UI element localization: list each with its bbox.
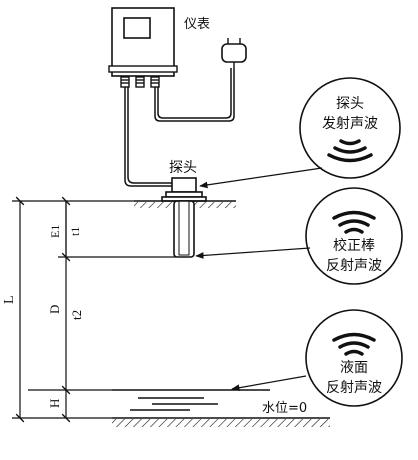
water-level-label: 水位=0 <box>262 401 307 416</box>
reference-lines <box>12 200 176 419</box>
dimension-lines <box>15 196 71 423</box>
cables <box>124 68 235 187</box>
probe-assembly <box>161 177 207 258</box>
probe-label: 探头 <box>169 160 197 176</box>
callout-rod-pointer <box>195 247 311 259</box>
callout-liquid-reflect: 液面 反射声波 <box>305 309 403 407</box>
callout-rod-line2: 反射声波 <box>326 258 382 274</box>
dim-L: L <box>2 295 17 304</box>
dim-D: D <box>47 305 62 314</box>
sound-wave-up-icon <box>332 332 376 356</box>
dim-H: H <box>47 399 62 408</box>
callout-probe-emit: 探头 发射声波 <box>299 77 401 179</box>
callout-liquid-pointer <box>231 375 307 392</box>
sound-wave-up-icon <box>332 210 376 234</box>
probe-head <box>171 177 197 193</box>
callout-probe-line2: 发射声波 <box>322 116 378 132</box>
meter-display <box>123 17 151 39</box>
sound-wave-down-icon <box>327 139 373 163</box>
dim-E1: E1 <box>48 225 62 238</box>
dim-t2: t2 <box>69 310 84 320</box>
callout-probe-line1: 探头 <box>336 96 364 112</box>
meter-mount-bar <box>108 65 178 73</box>
dim-t1: t1 <box>68 227 82 236</box>
mounting-surface <box>134 200 236 208</box>
callout-liquid-line1: 液面 <box>340 360 368 376</box>
callout-liquid-line2: 反射声波 <box>326 380 382 396</box>
cable-glands <box>120 76 160 88</box>
bottom-surface <box>112 417 330 427</box>
liquid-surface <box>112 389 270 411</box>
callout-rod-line1: 校正棒 <box>333 237 375 254</box>
callout-rod-reflect: 校正棒 反射声波 <box>305 187 403 285</box>
dimension-labels: L D t2 E1 t1 H <box>2 225 84 408</box>
meter-label: 仪表 <box>184 17 210 32</box>
callout-probe-pointer <box>199 167 323 189</box>
meter-unit <box>108 7 178 88</box>
power-plug <box>221 38 247 68</box>
